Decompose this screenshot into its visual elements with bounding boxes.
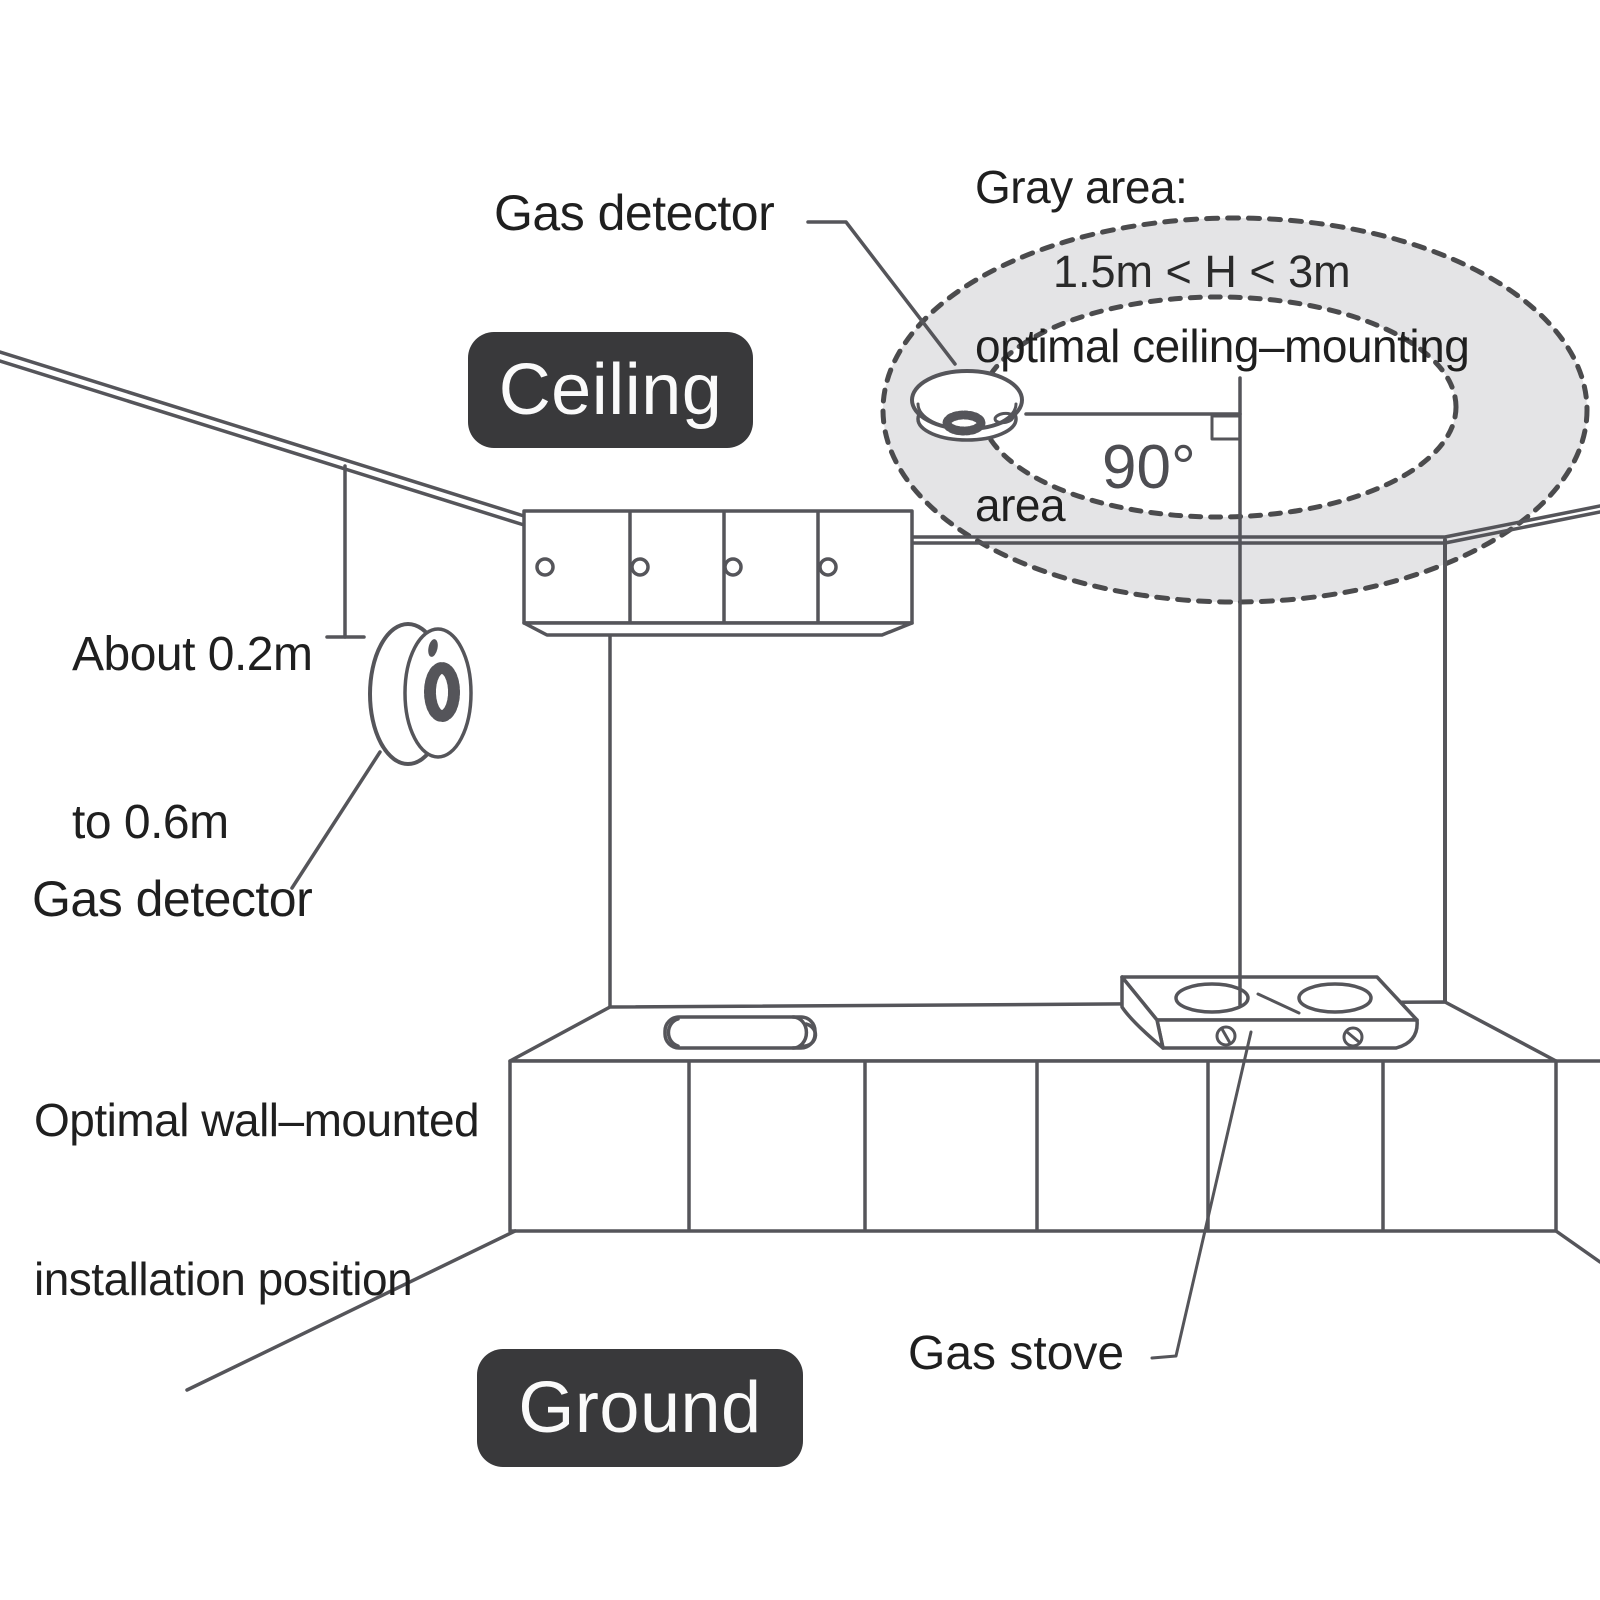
wall-detector-leader-line <box>290 750 382 890</box>
wall-distance-note-line1: About 0.2m <box>72 628 313 681</box>
ceiling-edge-lines <box>0 350 1600 545</box>
gray-area-note-line2: optimal ceiling–mounting <box>975 320 1470 372</box>
detector-led-slot <box>428 639 438 657</box>
ceiling-badge: Ceiling <box>468 332 753 448</box>
gas-stove <box>1120 975 1419 1050</box>
ceiling-badge-text: Ceiling <box>498 350 723 430</box>
stove-leader-line <box>1150 1030 1253 1360</box>
detector-vent-ring <box>942 410 986 436</box>
gray-area-note: Gray area: optimal ceiling–mounting area <box>975 55 1470 638</box>
wall-position-note-line2: installation position <box>34 1253 413 1305</box>
ceiling-detector-leader-line <box>806 220 957 366</box>
floor-edge-right <box>1554 1229 1600 1264</box>
wall-distance-note-line2: to 0.6m <box>72 796 229 849</box>
wall-distance-measure-line <box>325 464 366 639</box>
floor-edge-left <box>185 1229 517 1392</box>
wall-position-note-line1: Optimal wall–mounted <box>34 1094 480 1146</box>
wall-detector-label: Gas detector <box>32 871 313 927</box>
wall-gas-detector <box>368 622 473 766</box>
wall-position-note: Optimal wall–mounted installation positi… <box>34 988 480 1412</box>
ceiling-gas-detector <box>910 369 1024 442</box>
gray-area-note-line3: area <box>975 479 1066 531</box>
stove-burner-left <box>1174 982 1250 1014</box>
wall-distance-note: About 0.2m to 0.6m <box>72 515 313 963</box>
stove-burner-right <box>1297 982 1373 1014</box>
detector-slot <box>993 411 1015 425</box>
right-angle-construction <box>1024 376 1242 1007</box>
stove-control-knobs <box>1215 1025 1364 1048</box>
counter-sink <box>663 1015 818 1050</box>
gas-stove-label: Gas stove <box>908 1327 1125 1380</box>
right-angle-marker <box>1210 414 1242 441</box>
ceiling-detector-label: Gas detector <box>494 185 775 241</box>
height-range-label: 1.5m < H < 3m <box>1053 246 1351 297</box>
ground-badge-text: Ground <box>518 1368 762 1448</box>
wall-cabinet <box>522 509 914 637</box>
counter-tile-joints <box>687 1061 1385 1231</box>
detector-vent-ring <box>424 662 460 722</box>
right-angle-label: 90° <box>1102 433 1196 502</box>
ground-badge: Ground <box>477 1349 803 1467</box>
gray-area-note-line1: Gray area: <box>975 161 1188 213</box>
cabinet-door-knobs <box>535 557 838 577</box>
